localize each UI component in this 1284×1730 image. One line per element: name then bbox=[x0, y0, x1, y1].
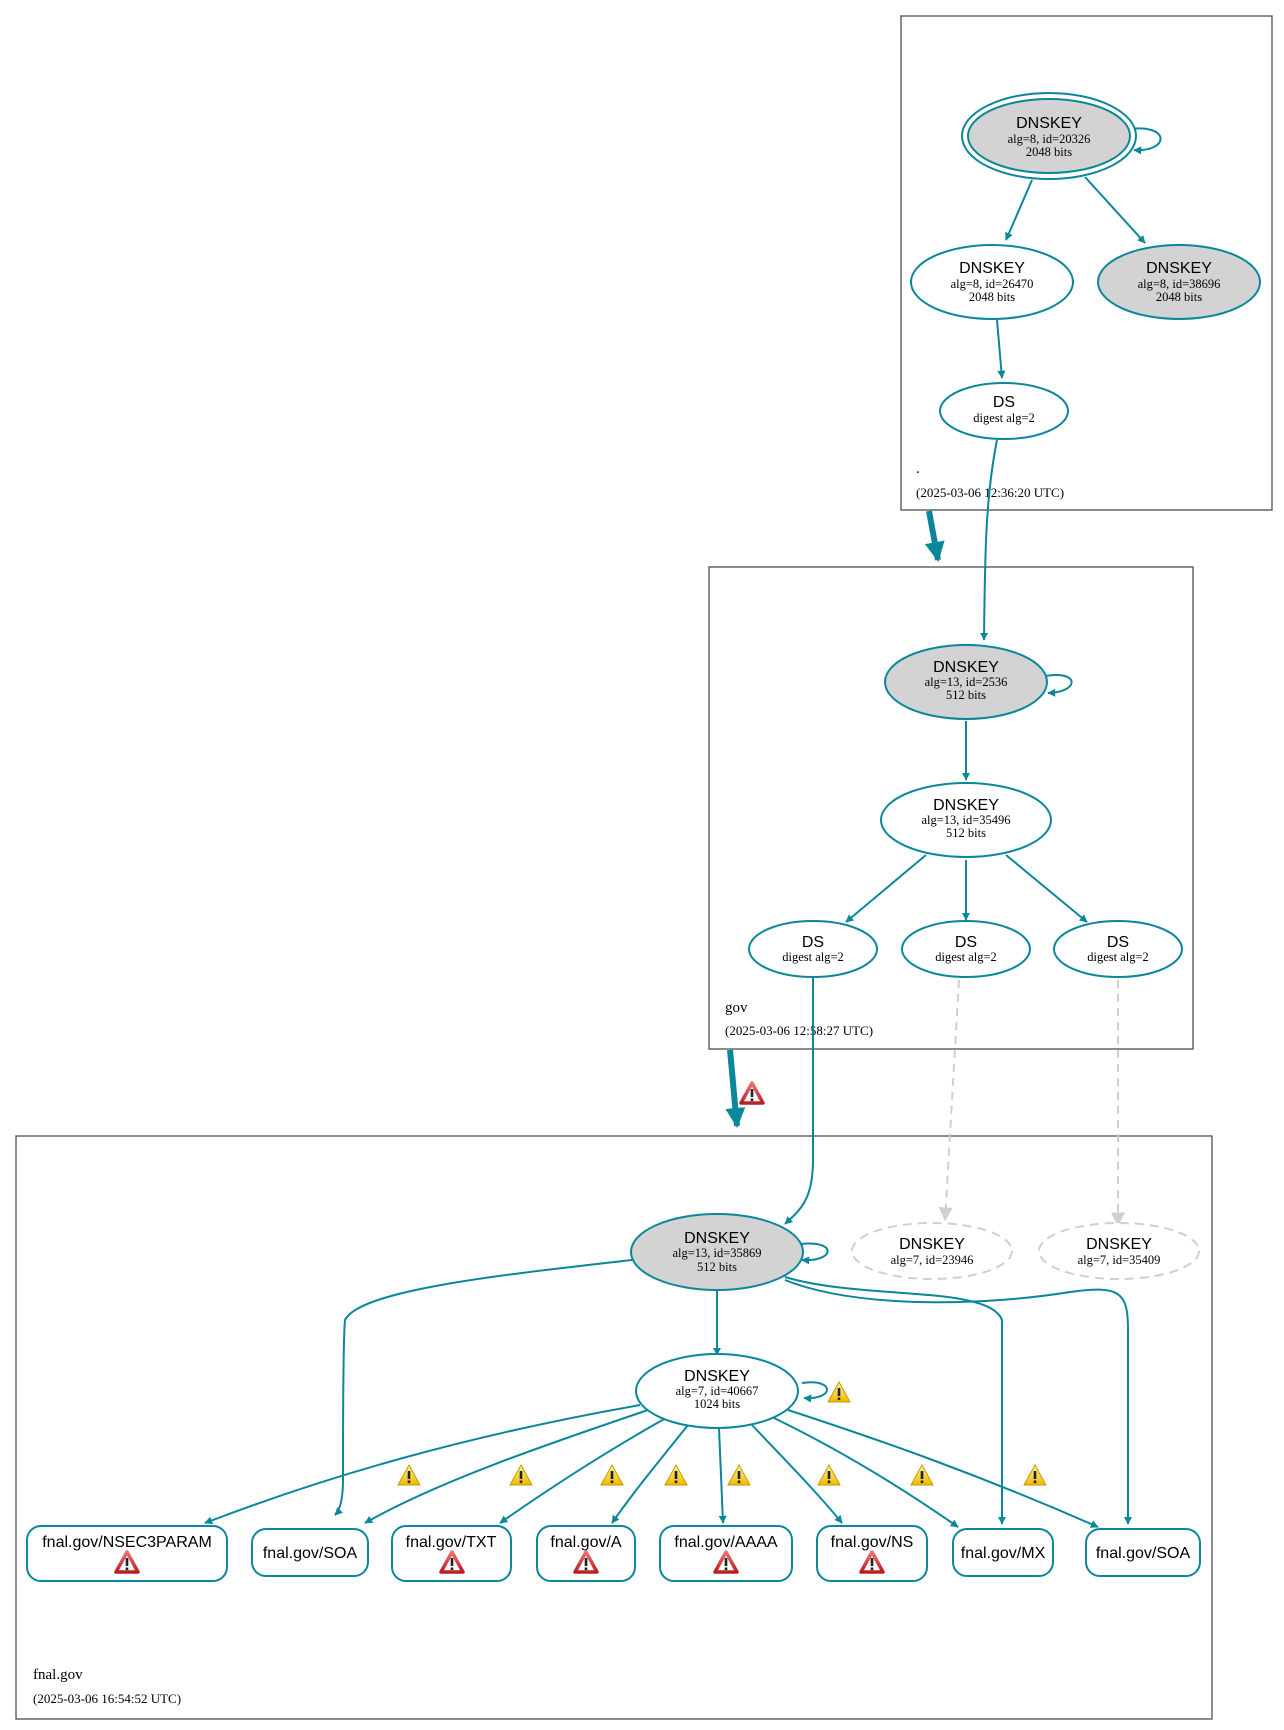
edge-gov-ds1-fnal-ksk bbox=[784, 978, 814, 1225]
node-type: DS bbox=[802, 934, 824, 951]
node-bits: 512 bits bbox=[946, 688, 986, 702]
node-type: DS bbox=[1107, 934, 1129, 951]
edge-root-ksk-key3 bbox=[1084, 176, 1146, 244]
rrset-soa-2[interactable]: fnal.gov/SOA bbox=[1085, 1528, 1201, 1577]
zone-fnal-name: fnal.gov bbox=[33, 1667, 83, 1683]
edge-gov-zsk-ds3 bbox=[1005, 854, 1088, 923]
node-type: DNSKEY bbox=[899, 1236, 965, 1253]
node-detail: alg=13, id=35869 bbox=[672, 1246, 761, 1260]
node-gov-zsk[interactable]: DNSKEY alg=13, id=35496 512 bits bbox=[880, 782, 1052, 858]
node-detail: digest alg=2 bbox=[973, 411, 1035, 425]
node-bits: 1024 bits bbox=[694, 1397, 740, 1411]
zone-fnal-timestamp: (2025-03-06 16:54:52 UTC) bbox=[33, 1691, 181, 1706]
node-detail: alg=8, id=20326 bbox=[1008, 132, 1091, 146]
error-icon bbox=[739, 1081, 765, 1105]
node-bits: 2048 bits bbox=[1026, 145, 1072, 159]
edge-fnal-ksk-mx bbox=[784, 1276, 1006, 1525]
node-root-zsk[interactable]: DNSKEY alg=8, id=26470 2048 bits bbox=[910, 244, 1074, 320]
node-gov-ds3[interactable]: DS digest alg=2 bbox=[1053, 920, 1183, 978]
edge-gov-zsk-ds1 bbox=[845, 854, 927, 923]
node-type: DNSKEY bbox=[684, 1230, 750, 1247]
rrset-label: fnal.gov/AAAA bbox=[674, 1534, 778, 1551]
node-bits: 2048 bits bbox=[969, 290, 1015, 304]
rrset-label: fnal.gov/A bbox=[550, 1534, 621, 1551]
node-detail: alg=7, id=40667 bbox=[676, 1384, 759, 1398]
node-detail: digest alg=2 bbox=[1087, 950, 1149, 964]
edge-gov-ksk-self bbox=[1044, 673, 1073, 697]
rrset-soa-1[interactable]: fnal.gov/SOA bbox=[251, 1528, 369, 1577]
node-bits: 512 bits bbox=[946, 826, 986, 840]
edge-root-ksk-self bbox=[1129, 127, 1162, 155]
edge-fnal-zsk-soa1 bbox=[364, 1409, 649, 1524]
node-type: DNSKEY bbox=[959, 260, 1025, 277]
rrset-mx[interactable]: fnal.gov/MX bbox=[952, 1528, 1054, 1577]
rrset-label: fnal.gov/MX bbox=[961, 1545, 1046, 1562]
edge-fnal-zsk-mx bbox=[773, 1417, 959, 1528]
node-fnal-zsk[interactable]: DNSKEY alg=7, id=40667 1024 bits bbox=[635, 1353, 799, 1429]
node-detail: digest alg=2 bbox=[782, 950, 844, 964]
edge-fnal-zsk-aaaa bbox=[718, 1427, 727, 1524]
rrset-label: fnal.gov/SOA bbox=[263, 1545, 358, 1562]
node-gov-ds2[interactable]: DS digest alg=2 bbox=[901, 920, 1031, 978]
rrset-a[interactable]: fnal.gov/A bbox=[536, 1525, 636, 1582]
node-fnal-missing-key-1[interactable]: DNSKEY alg=7, id=23946 bbox=[851, 1222, 1013, 1280]
node-type: DNSKEY bbox=[1146, 260, 1212, 277]
node-bits: 2048 bits bbox=[1156, 290, 1202, 304]
node-fnal-missing-key-2[interactable]: DNSKEY alg=7, id=35409 bbox=[1038, 1222, 1200, 1280]
edge-fnal-zsk-nsec3param bbox=[204, 1404, 641, 1525]
edge-gov-ds2-missing bbox=[938, 979, 960, 1222]
node-type: DNSKEY bbox=[933, 797, 999, 814]
edge-fnal-zsk-a bbox=[611, 1424, 689, 1524]
rrset-nsec3param[interactable]: fnal.gov/NSEC3PARAM bbox=[26, 1525, 228, 1582]
node-root-ksk[interactable]: DNSKEY alg=8, id=20326 2048 bits bbox=[961, 92, 1137, 180]
node-gov-ksk[interactable]: DNSKEY alg=13, id=2536 512 bits bbox=[884, 644, 1048, 720]
node-bits: 512 bits bbox=[697, 1260, 737, 1274]
node-type: DS bbox=[993, 394, 1015, 411]
node-detail: alg=8, id=38696 bbox=[1138, 277, 1221, 291]
node-root-ds[interactable]: DS digest alg=2 bbox=[939, 382, 1069, 440]
edge-root-ds-gov-ksk bbox=[980, 439, 998, 641]
edge-fnal-ksk-soa1 bbox=[334, 1259, 633, 1516]
edge-root-zsk-ds bbox=[996, 319, 1006, 379]
edge-fnal-zsk-self bbox=[801, 1381, 828, 1403]
zone-gov-timestamp: (2025-03-06 12:58:27 UTC) bbox=[725, 1023, 873, 1038]
node-detail: digest alg=2 bbox=[935, 950, 997, 964]
node-gov-ds1[interactable]: DS digest alg=2 bbox=[748, 920, 878, 978]
edge-fnal-zsk-txt bbox=[499, 1417, 667, 1524]
node-detail: alg=7, id=23946 bbox=[891, 1253, 974, 1267]
node-type: DS bbox=[955, 934, 977, 951]
zone-gov-name: gov bbox=[725, 1000, 748, 1016]
node-type: DNSKEY bbox=[933, 659, 999, 676]
edge-fnal-ksk-soa2 bbox=[784, 1279, 1132, 1525]
node-detail: alg=8, id=26470 bbox=[951, 277, 1034, 291]
node-type: DNSKEY bbox=[1016, 115, 1082, 132]
node-root-key3[interactable]: DNSKEY alg=8, id=38696 2048 bits bbox=[1097, 244, 1261, 320]
zone-root-name: . bbox=[916, 461, 920, 477]
edge-fnal-ksk-self bbox=[799, 1242, 829, 1265]
edge-fnal-zsk-ns bbox=[751, 1424, 843, 1524]
rrset-aaaa[interactable]: fnal.gov/AAAA bbox=[659, 1525, 793, 1582]
zone-fnal-box bbox=[15, 1135, 1213, 1720]
node-fnal-ksk[interactable]: DNSKEY alg=13, id=35869 512 bits bbox=[630, 1213, 804, 1291]
node-type: DNSKEY bbox=[1086, 1236, 1152, 1253]
rrset-label: fnal.gov/NS bbox=[831, 1534, 914, 1551]
edge-root-ksk-zsk bbox=[1005, 179, 1033, 241]
rrset-label: fnal.gov/TXT bbox=[406, 1534, 497, 1551]
delegation-edge-gov-fnal bbox=[725, 1049, 746, 1128]
zone-fnal: fnal.gov (2025-03-06 16:54:52 UTC) bbox=[15, 1135, 1213, 1720]
node-detail: alg=13, id=2536 bbox=[925, 675, 1008, 689]
node-detail: alg=7, id=35409 bbox=[1078, 1253, 1161, 1267]
node-type: DNSKEY bbox=[684, 1368, 750, 1385]
rrset-label: fnal.gov/NSEC3PARAM bbox=[42, 1534, 212, 1551]
rrset-ns[interactable]: fnal.gov/NS bbox=[816, 1525, 928, 1582]
rrset-txt[interactable]: fnal.gov/TXT bbox=[391, 1525, 512, 1582]
delegation-edge-root-gov bbox=[924, 510, 945, 562]
rrset-label: fnal.gov/SOA bbox=[1096, 1545, 1191, 1562]
node-detail: alg=13, id=35496 bbox=[921, 813, 1010, 827]
edge-fnal-zsk-soa2 bbox=[787, 1409, 1099, 1528]
